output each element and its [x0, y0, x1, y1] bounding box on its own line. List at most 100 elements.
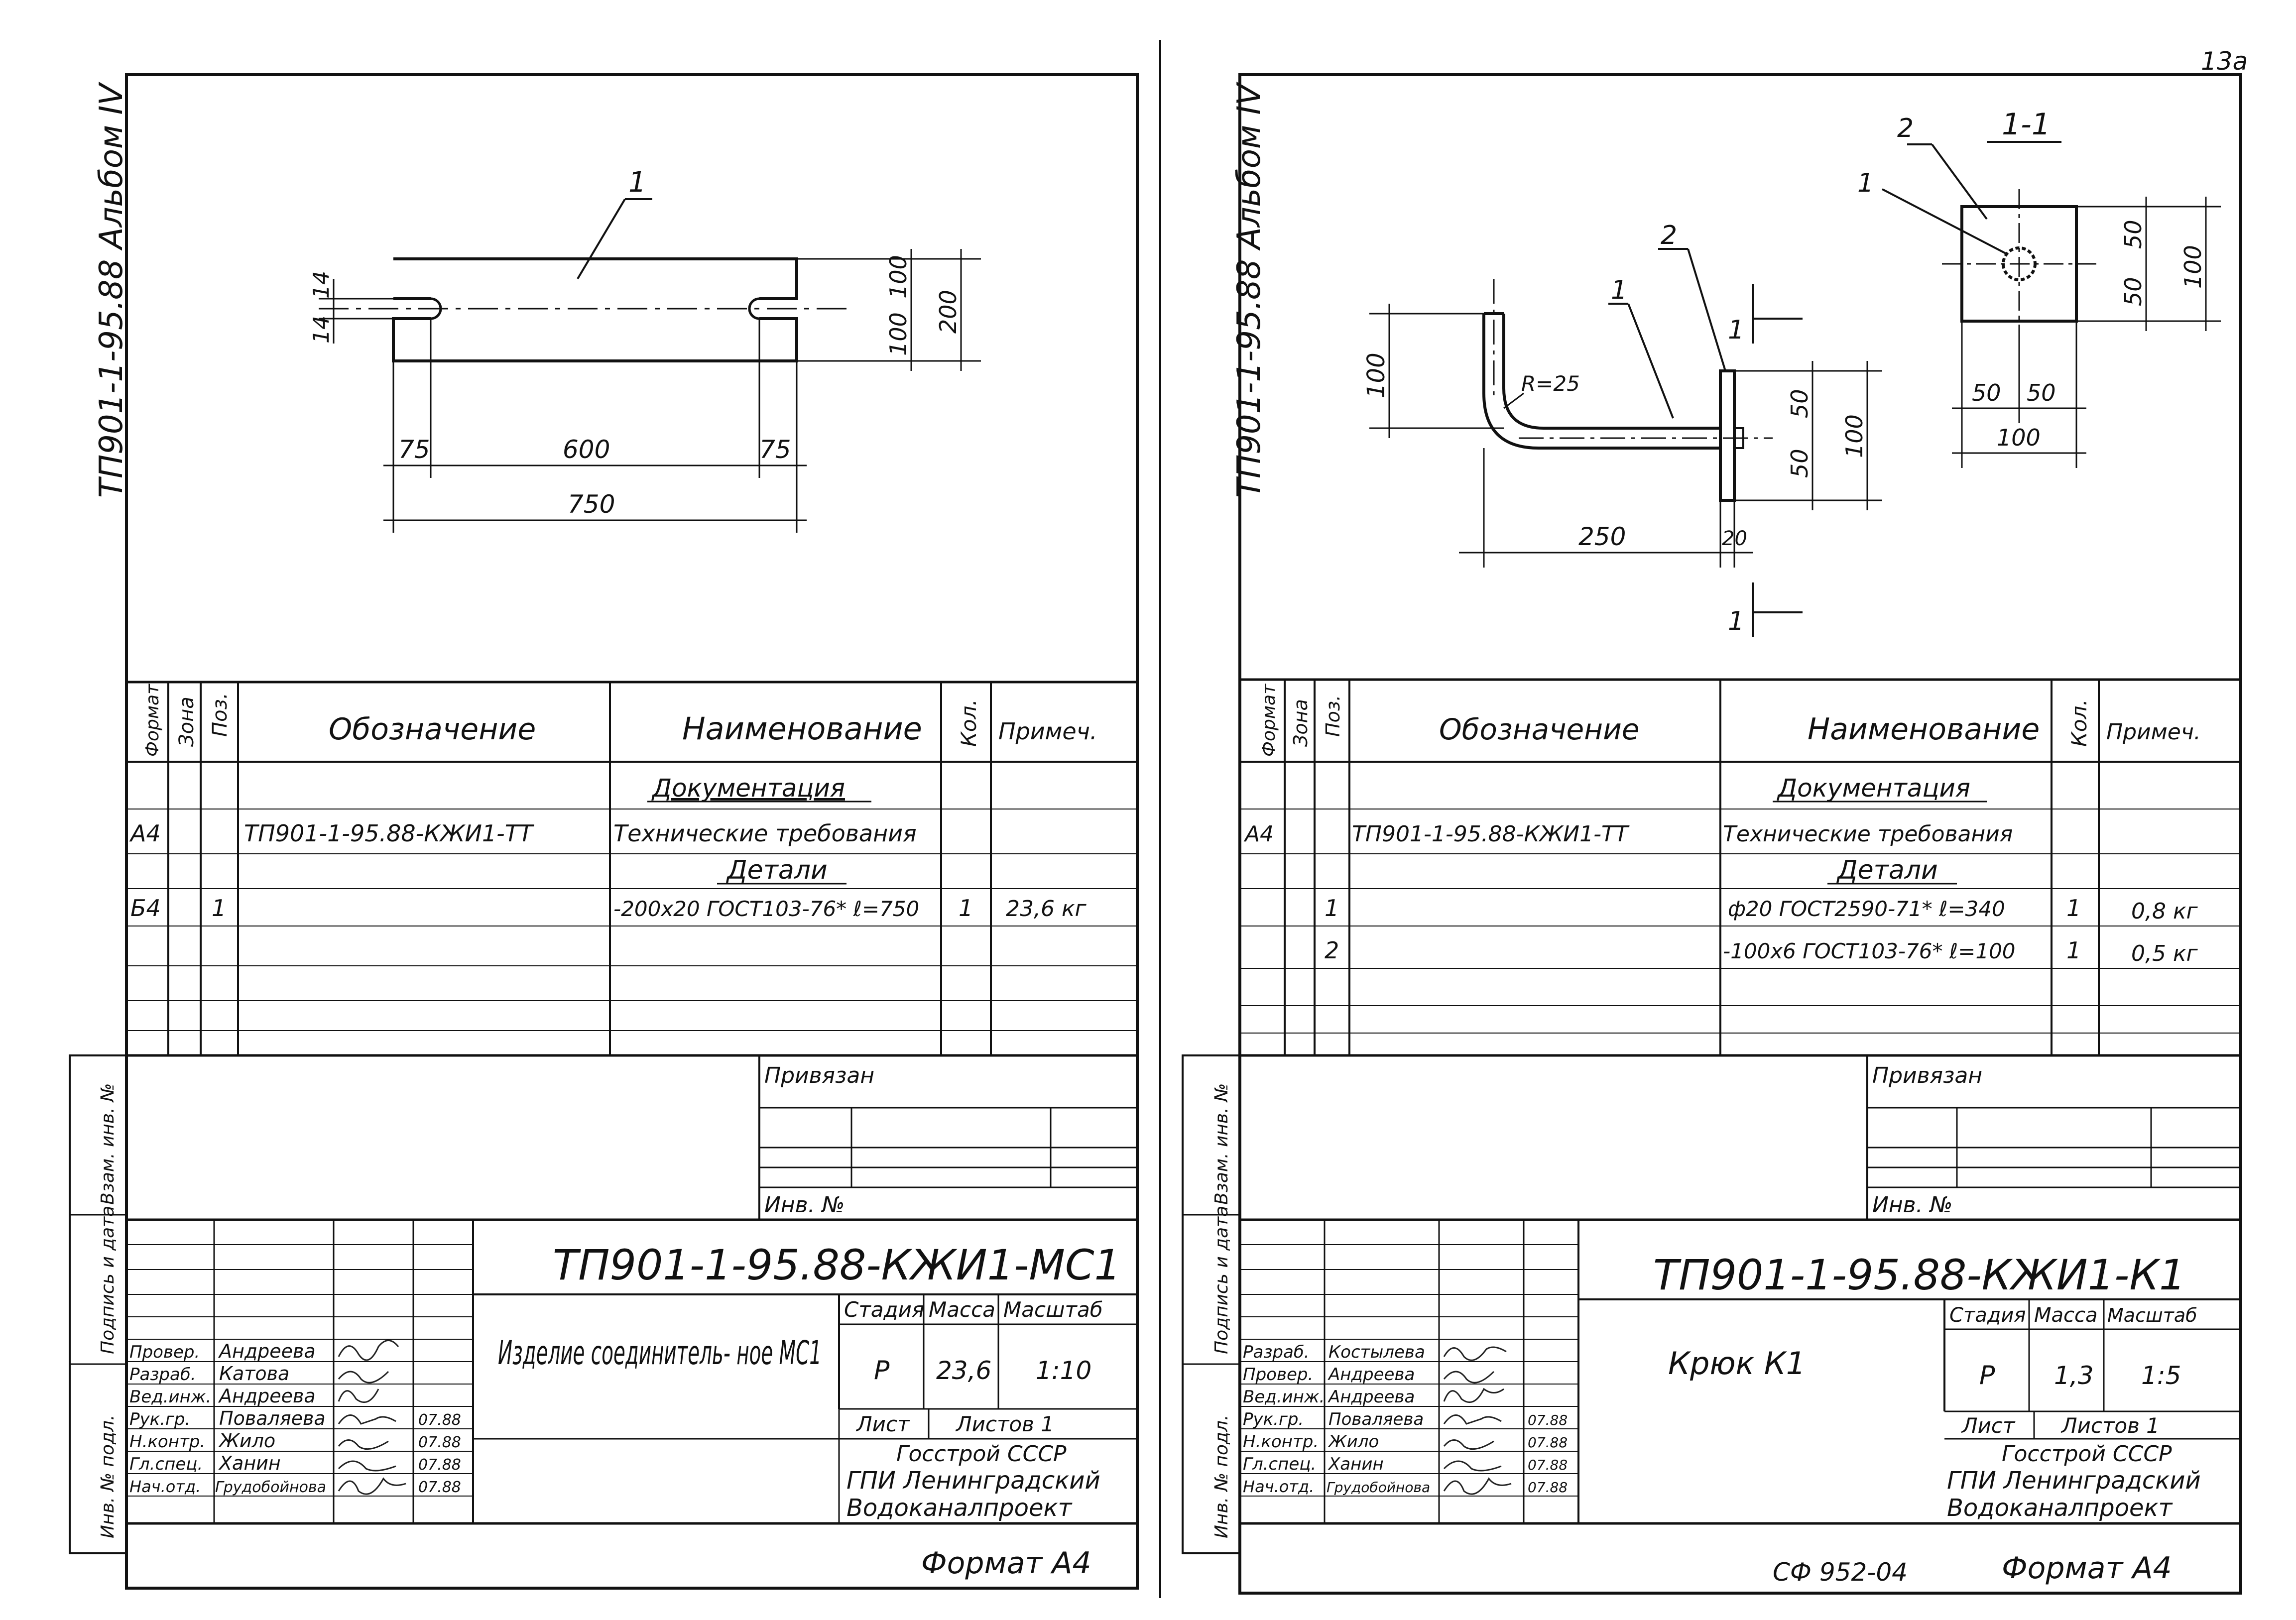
mass-header: Масса [2034, 1304, 2098, 1327]
section-dim-50-right: 50 [2027, 379, 2056, 406]
section-parts: Детали [1836, 855, 1938, 885]
row-name: Технические требования [613, 820, 917, 847]
org-line: ГПИ Ленинградский [846, 1467, 1100, 1495]
sheet-right: Взам. инв. № Подпись и дата Инв. № подл.… [1182, 73, 2242, 1595]
privyazan-label: Привязан [1872, 1063, 1982, 1088]
staff-date: 07.88 [1528, 1479, 1568, 1496]
mass-value: 1,3 [2054, 1361, 2094, 1390]
header-note: Примеч. [2106, 719, 2201, 745]
staff-name: Ханин [218, 1452, 281, 1474]
row-pos: 1 [1325, 895, 1339, 922]
title-block-right: ТП901-1-95.88-КЖИ1-К1 Разраб. Костылева … [1240, 1218, 2241, 1525]
mass-value: 23,6 [936, 1356, 991, 1385]
org-line: ГПИ Ленинградский [1947, 1467, 2201, 1495]
title: Изделие соединитель- ное МС1 [498, 1334, 822, 1372]
pos-1-label: 1 [1611, 275, 1627, 305]
section-dim-50-bottom: 50 [2120, 277, 2147, 306]
header-qty: Кол. [2067, 699, 2091, 747]
staff-role: Нач.отд. [129, 1477, 201, 1496]
format-label: Формат А4 [2002, 1551, 2172, 1586]
doc-code: ТП901-1-95.88-КЖИ1-МС1 [553, 1241, 1121, 1289]
row-designation: ТП901-1-95.88-КЖИ1-ТТ [244, 820, 535, 847]
staff-name: Поваляева [1329, 1409, 1424, 1429]
plate-drawing: 1 14 14 100 100 200 75 600 75 750 [309, 166, 981, 533]
dim-750: 750 [568, 490, 615, 519]
header-name: Наименование [1808, 712, 2040, 747]
section-drawing: 1-1 1 2 50 50 100 50 50 100 [1857, 107, 2221, 468]
row-pos: 1 [212, 895, 226, 922]
stage-header: Стадия [1949, 1304, 2026, 1327]
stage-value: Р [874, 1356, 890, 1386]
section-dim-100-right: 100 [2179, 245, 2206, 289]
staff-name: Жило [1328, 1432, 1379, 1452]
staff-name: Андреева [218, 1385, 316, 1407]
header-qty: Кол. [957, 699, 981, 747]
title-block-left: ТП901-1-95.88-КЖИ1-МС1 Провер. Андреева … [126, 1218, 1137, 1525]
dim-14-top: 14 [309, 271, 334, 299]
staff-role: Нач.отд. [1243, 1477, 1314, 1496]
row-name: -200х20 ГОСТ103-76* ℓ=750 [613, 897, 919, 921]
scale-value: 1:10 [1036, 1356, 1091, 1385]
row-format: Б4 [130, 895, 161, 922]
row-qty: 1 [959, 895, 973, 922]
header-format: Формат [142, 684, 163, 757]
org-line: Госстрой СССР [2002, 1441, 2172, 1467]
section-doc: Документация [1777, 774, 1970, 803]
dim-200: 200 [935, 290, 962, 334]
inv-no-label: Инв. № [764, 1192, 845, 1218]
dim-50-top: 50 [1786, 389, 1813, 418]
row-qty: 1 [2066, 895, 2081, 922]
dim-100-vertical: 100 [1362, 352, 1390, 398]
org-line: Водоканалпроект [846, 1494, 1073, 1522]
sheets-label: Листов 1 [2060, 1413, 2160, 1438]
side-label-sign: Подпись и дата [1211, 1206, 1232, 1354]
scale-value: 1:5 [2141, 1361, 2181, 1390]
stage-header: Стадия [844, 1297, 924, 1322]
dim-250: 250 [1578, 522, 1626, 551]
side-label-replaced: Взам. инв. № [98, 1083, 118, 1205]
side-label-inv: Инв. № подл. [1211, 1415, 1232, 1538]
section-doc: Документация [651, 774, 845, 803]
hook-drawing: R=25 1 2 100 50 50 100 250 [1362, 221, 1882, 637]
spec-table-right: Формат Зона Поз. Обозначение Наименовани… [1240, 680, 2241, 1055]
staff-date: 07.88 [1528, 1412, 1568, 1428]
section-pos-2: 2 [1897, 114, 1914, 143]
album-label: ТП901-1-95.88 Альбом IV [93, 82, 130, 498]
org-line: Госстрой СССР [896, 1441, 1067, 1467]
side-label-sign: Подпись и дата [98, 1206, 118, 1354]
dim-50-bottom: 50 [1786, 449, 1813, 478]
row-note: 0,8 кг [2131, 899, 2198, 924]
side-label-replaced: Взам. инв. № [1211, 1083, 1232, 1205]
staff-date: 07.88 [418, 1411, 461, 1429]
staff-name: Катова [219, 1363, 289, 1385]
section-mark: 1-1 [2002, 107, 2051, 142]
row-pos: 2 [1325, 937, 1339, 964]
dim-100-top: 100 [885, 255, 912, 299]
dim-75-left: 75 [398, 435, 430, 464]
header-pos: Поз. [1322, 695, 1344, 737]
staff-role: Разраб. [1243, 1342, 1310, 1362]
staff-name: Андреева [218, 1340, 316, 1362]
dim-600: 600 [563, 435, 610, 464]
header-name: Наименование [682, 710, 922, 747]
dim-100-right: 100 [1841, 414, 1868, 458]
section-parts: Детали [726, 855, 828, 885]
mass-header: Масса [929, 1297, 995, 1322]
header-zone: Зона [1290, 699, 1312, 747]
section-dim-50-left: 50 [1972, 379, 2001, 406]
sheet-left: Взам. инв. № Подпись и дата Инв. № подл.… [69, 73, 1139, 1590]
privyazan-block: Привязан Инв. № [758, 1055, 1137, 1221]
privyazan-label: Привязан [764, 1063, 874, 1088]
cut-mark-bottom: 1 [1728, 606, 1744, 636]
staff-date: 07.88 [418, 1479, 461, 1496]
signature [1443, 1346, 1512, 1495]
row-name: -100х6 ГОСТ103-76* ℓ=100 [1723, 939, 2016, 963]
pos-2-label: 2 [1661, 221, 1677, 250]
format-label: Формат А4 [921, 1546, 1091, 1581]
header-format: Формат [1259, 684, 1279, 757]
section-pos-1: 1 [1857, 168, 1874, 198]
staff-name: Андреева [1328, 1365, 1415, 1385]
row-note: 0,5 кг [2131, 941, 2198, 966]
staff-role: Вед.инж. [1243, 1387, 1325, 1407]
staff-name: Грудобойнова [215, 1479, 326, 1496]
